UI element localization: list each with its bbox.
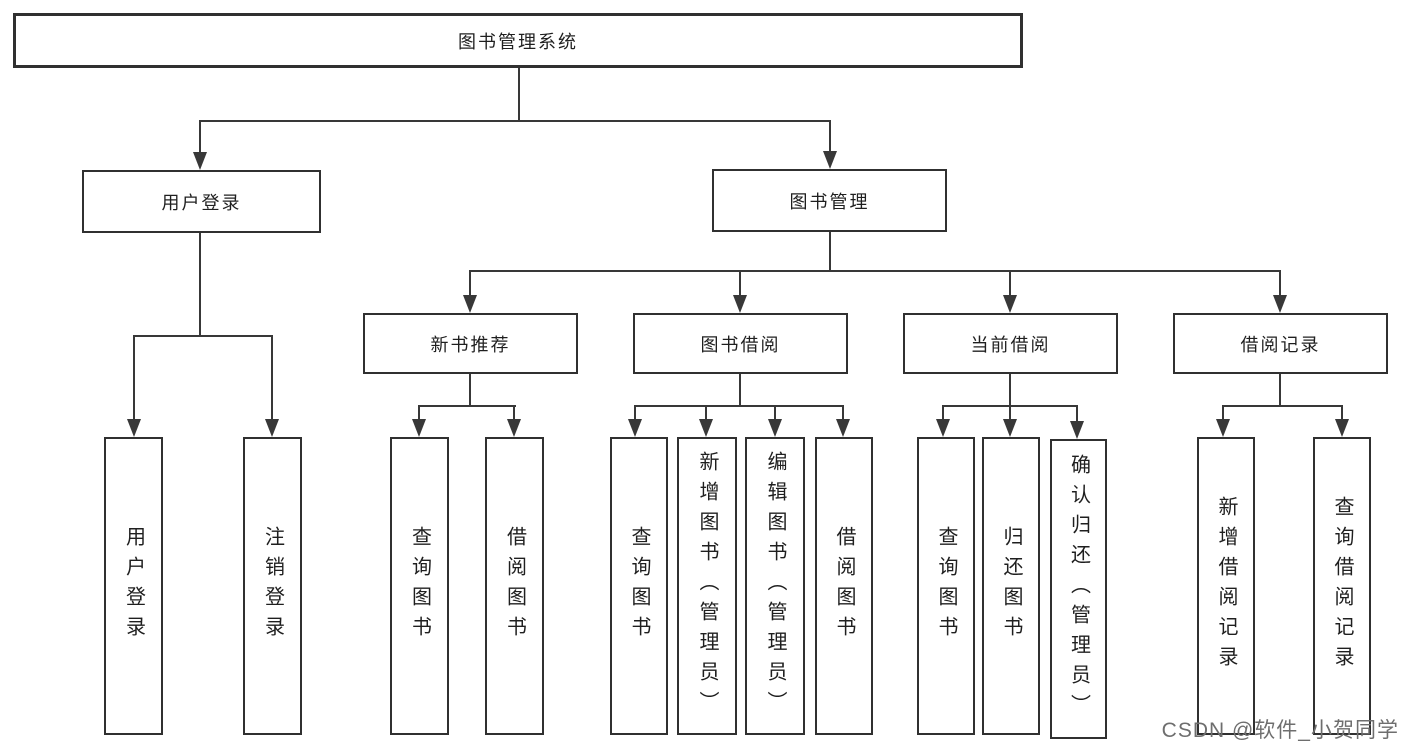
leaf-query-books-recommend: 查询图书 <box>390 437 449 735</box>
connector-line <box>829 232 831 272</box>
connector-line <box>1341 405 1343 421</box>
connector-line <box>739 270 741 297</box>
leaf-borrow-books: 借阅图书 <box>815 437 873 735</box>
arrow-down-icon <box>463 295 477 313</box>
watermark-text: CSDN @软件_小贺同学 <box>1161 719 1399 742</box>
node-book-borrow-label: 图书借阅 <box>700 334 781 355</box>
arrow-down-icon <box>836 419 850 437</box>
leaf-user-login: 用户登录 <box>104 437 163 735</box>
node-book-management: 图书管理 <box>712 169 947 232</box>
connector-line <box>199 233 201 337</box>
node-new-book-recommend: 新书推荐 <box>363 313 578 374</box>
connector-line <box>842 405 844 421</box>
leaf-borrow-books-recommend: 借阅图书 <box>485 437 544 735</box>
node-user-login: 用户登录 <box>82 170 321 233</box>
connector-line <box>1076 405 1078 421</box>
connector-line <box>199 120 831 122</box>
arrow-down-icon <box>412 419 426 437</box>
leaf-logout: 注销登录 <box>243 437 302 735</box>
connector-line <box>634 405 636 421</box>
arrow-down-icon <box>127 419 141 437</box>
arrow-down-icon <box>628 419 642 437</box>
connector-line <box>199 120 201 153</box>
node-new-book-recommend-label: 新书推荐 <box>430 334 511 355</box>
connector-line <box>418 405 420 421</box>
leaf-add-borrow-record: 新增借阅记录 <box>1197 437 1255 735</box>
connector-line <box>1222 405 1343 407</box>
connector-line <box>774 405 776 421</box>
connector-line <box>469 374 471 407</box>
connector-line <box>469 270 471 297</box>
node-borrow-records: 借阅记录 <box>1173 313 1388 374</box>
arrow-down-icon <box>699 419 713 437</box>
connector-line <box>739 374 741 407</box>
arrow-down-icon <box>1070 421 1084 439</box>
node-borrow-records-label: 借阅记录 <box>1240 334 1321 355</box>
leaf-edit-book-admin: 编辑图书（管理员） <box>745 437 805 735</box>
arrow-down-icon <box>1003 295 1017 313</box>
node-book-borrow: 图书借阅 <box>633 313 848 374</box>
connector-line <box>1222 405 1224 421</box>
root-node: 图书管理系统 <box>13 13 1023 68</box>
connector-line <box>1009 405 1011 421</box>
connector-line <box>518 68 520 122</box>
leaf-query-borrow-record: 查询借阅记录 <box>1313 437 1371 735</box>
arrow-down-icon <box>768 419 782 437</box>
leaf-query-books-borrow: 查询图书 <box>610 437 668 735</box>
node-book-management-label: 图书管理 <box>789 191 870 212</box>
connector-line <box>705 405 707 421</box>
leaf-query-books-current: 查询图书 <box>917 437 975 735</box>
arrow-down-icon <box>1335 419 1349 437</box>
connector-line <box>634 405 844 407</box>
arrow-down-icon <box>733 295 747 313</box>
arrow-down-icon <box>193 152 207 170</box>
connector-line <box>513 405 515 421</box>
node-current-borrow-label: 当前借阅 <box>970 334 1051 355</box>
connector-line <box>942 405 944 421</box>
arrow-down-icon <box>1273 295 1287 313</box>
arrow-down-icon <box>823 151 837 169</box>
arrow-down-icon <box>936 419 950 437</box>
connector-line <box>1279 374 1281 407</box>
arrow-down-icon <box>1003 419 1017 437</box>
leaf-add-book-admin: 新增图书（管理员） <box>677 437 737 735</box>
arrow-down-icon <box>1216 419 1230 437</box>
connector-line <box>418 405 516 407</box>
connector-line <box>1279 270 1281 297</box>
arrow-down-icon <box>265 419 279 437</box>
leaf-return-book: 归还图书 <box>982 437 1040 735</box>
leaf-confirm-return-admin: 确认归还（管理员） <box>1050 439 1107 739</box>
connector-line <box>1009 270 1011 297</box>
connector-line <box>1009 374 1011 407</box>
arrow-down-icon <box>507 419 521 437</box>
connector-line <box>133 335 135 421</box>
root-node-label: 图书管理系统 <box>458 31 578 52</box>
connector-line <box>133 335 273 337</box>
connector-line <box>829 120 831 152</box>
connector-line <box>469 270 1281 272</box>
node-current-borrow: 当前借阅 <box>903 313 1118 374</box>
connector-line <box>271 335 273 421</box>
node-user-login-label: 用户登录 <box>161 192 242 213</box>
